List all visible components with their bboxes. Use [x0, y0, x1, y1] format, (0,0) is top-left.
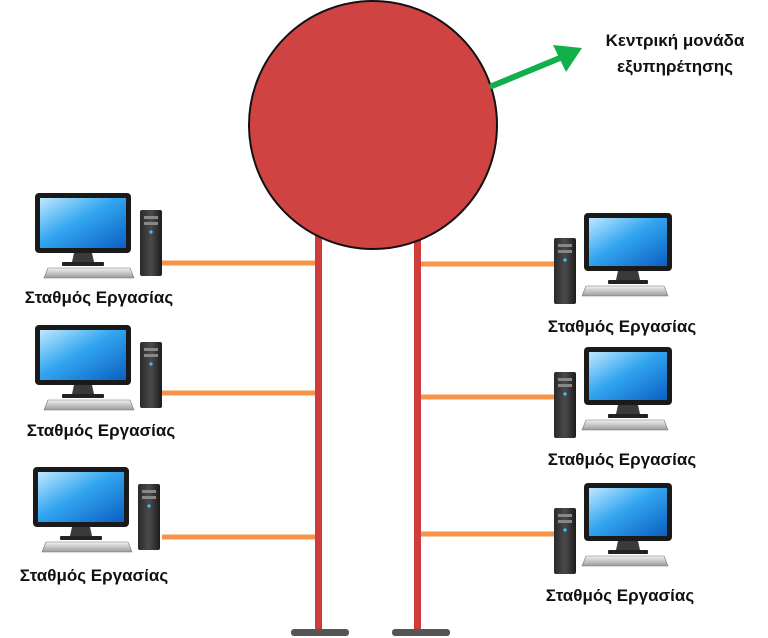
central-server-circle [248, 0, 498, 250]
workstation-left-3: Σταθμός Εργασίας [20, 466, 169, 585]
computer-icon [553, 346, 673, 439]
workstation-label: Σταθμός Εργασίας [27, 421, 176, 440]
server-arrow-line [489, 55, 563, 89]
pole-left-base [291, 629, 349, 636]
computer-icon [553, 482, 673, 575]
computer-icon [553, 212, 673, 305]
server-label-line2: εξυπηρέτησης [617, 57, 733, 76]
server-label-line1: Κεντρική μονάδα [606, 31, 745, 50]
workstation-label: Σταθμός Εργασίας [548, 317, 697, 336]
pole-right-base [392, 629, 450, 636]
workstation-label: Σταθμός Εργασίας [25, 288, 174, 307]
server-arrow-icon [553, 45, 582, 72]
computer-icon [32, 466, 161, 553]
workstation-right-2: Σταθμός Εργασίας [548, 346, 697, 469]
computer-icon [34, 324, 163, 411]
workstation-label: Σταθμός Εργασίας [546, 586, 695, 605]
workstation-right-3: Σταθμός Εργασίας [546, 482, 695, 605]
pole-left [315, 225, 322, 633]
workstation-left-1: Σταθμός Εργασίας [25, 192, 174, 307]
computer-icon [34, 192, 163, 279]
pole-right [414, 225, 421, 633]
workstation-label: Σταθμός Εργασίας [20, 566, 169, 585]
workstation-right-1: Σταθμός Εργασίας [548, 212, 697, 336]
workstation-left-2: Σταθμός Εργασίας [27, 324, 176, 440]
workstation-label: Σταθμός Εργασίας [548, 450, 697, 469]
